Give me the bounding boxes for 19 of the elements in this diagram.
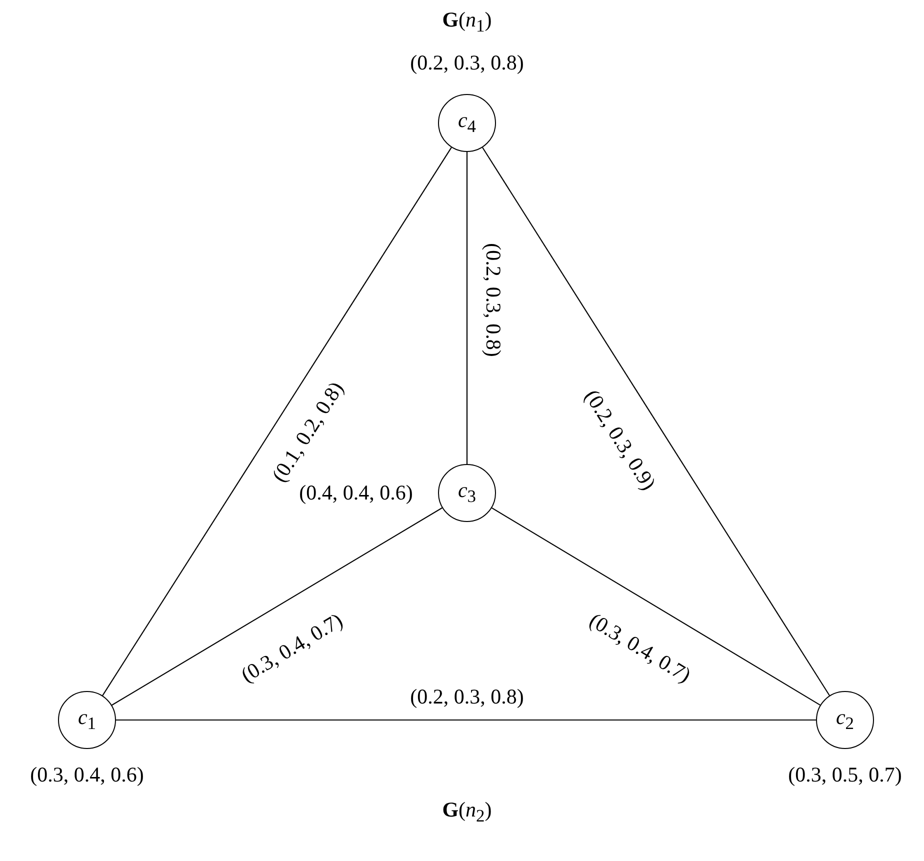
edge-line [102,147,452,696]
edge-label: (0.2, 0.3, 0.8) [410,684,524,710]
edge-label: (0.3, 0.4, 0.7) [584,608,696,688]
edge-line [482,147,830,696]
graph-label: G(n$_{1}$) [442,7,492,37]
graph-label: G(n$_{2}$) [442,797,492,827]
vertex-label: c$_{4}$ [458,108,476,138]
edge-label: (0.2, 0.3, 0.8) [480,243,506,357]
vertex-value: (0.2, 0.3, 0.8) [410,50,524,76]
vertex-label: c$_{3}$ [458,478,476,508]
edge-label: (0.3, 0.4, 0.7) [236,608,348,688]
vertex-value: (0.3, 0.5, 0.7) [788,762,902,788]
edge-line [492,507,820,706]
vertex-label: c$_{1}$ [78,705,96,735]
vertex-label: c$_{2}$ [836,705,854,735]
edge-line [466,152,468,464]
edge-line [116,719,816,721]
edge-line [112,507,442,706]
vertex-value: (0.3, 0.4, 0.6) [30,762,144,788]
